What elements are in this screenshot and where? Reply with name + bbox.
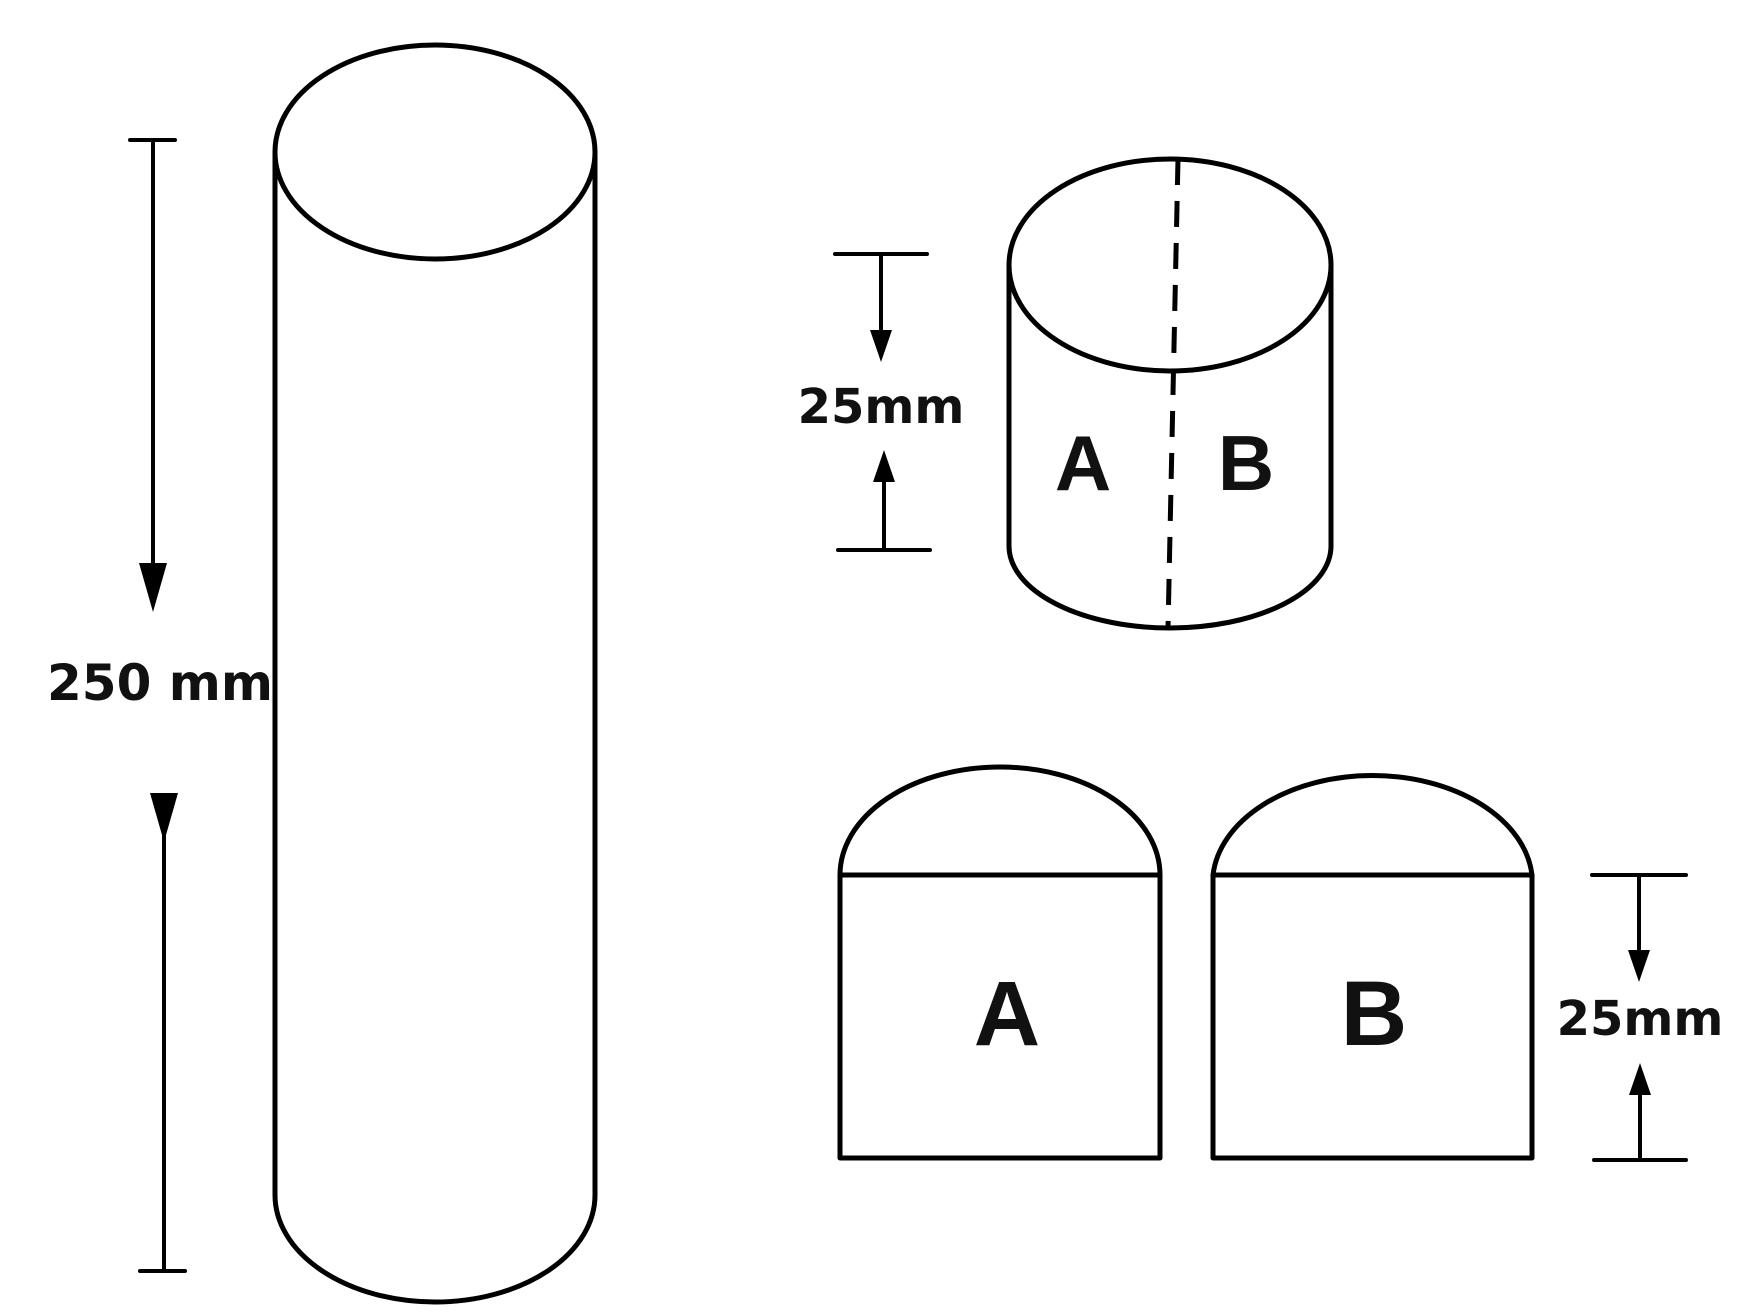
short-cylinder-label-a: A [1055,419,1111,507]
half-b: B [1210,773,1535,1161]
short-dimension-down-arrowhead [870,330,892,362]
short-cylinder-top-face [1006,156,1334,374]
short-cylinder-split-line [1165,158,1181,629]
halves-dimension-down-arrowhead [1628,950,1650,982]
short-cylinder: A B [1006,156,1334,631]
long-dimension: 250 mm [47,138,273,1273]
long-cylinder [272,42,598,1305]
half-a-body [837,872,1163,1161]
half-a-curved-top [837,764,1163,878]
half-b-curved-top [1210,773,1535,878]
half-a-label: A [974,963,1040,1065]
short-dimension: 25mm [798,252,965,552]
half-b-label: B [1341,963,1407,1065]
short-cylinder-label-b: B [1218,419,1274,507]
long-cylinder-top-face [272,42,598,262]
halves-dimension: 25mm [1557,873,1724,1162]
halves-dimension-label: 25mm [1557,991,1724,1047]
short-dimension-label: 25mm [798,379,965,435]
long-cylinder-bottom-edge [272,1192,598,1305]
halves-dimension-up-arrowhead [1629,1063,1651,1095]
short-dimension-up-arrowhead [873,450,895,482]
half-b-body [1210,872,1535,1161]
long-dimension-label: 250 mm [47,654,273,712]
long-dimension-down-arrowhead [139,563,167,612]
half-a: A [837,764,1163,1161]
long-dimension-up-arrowhead [150,793,178,842]
